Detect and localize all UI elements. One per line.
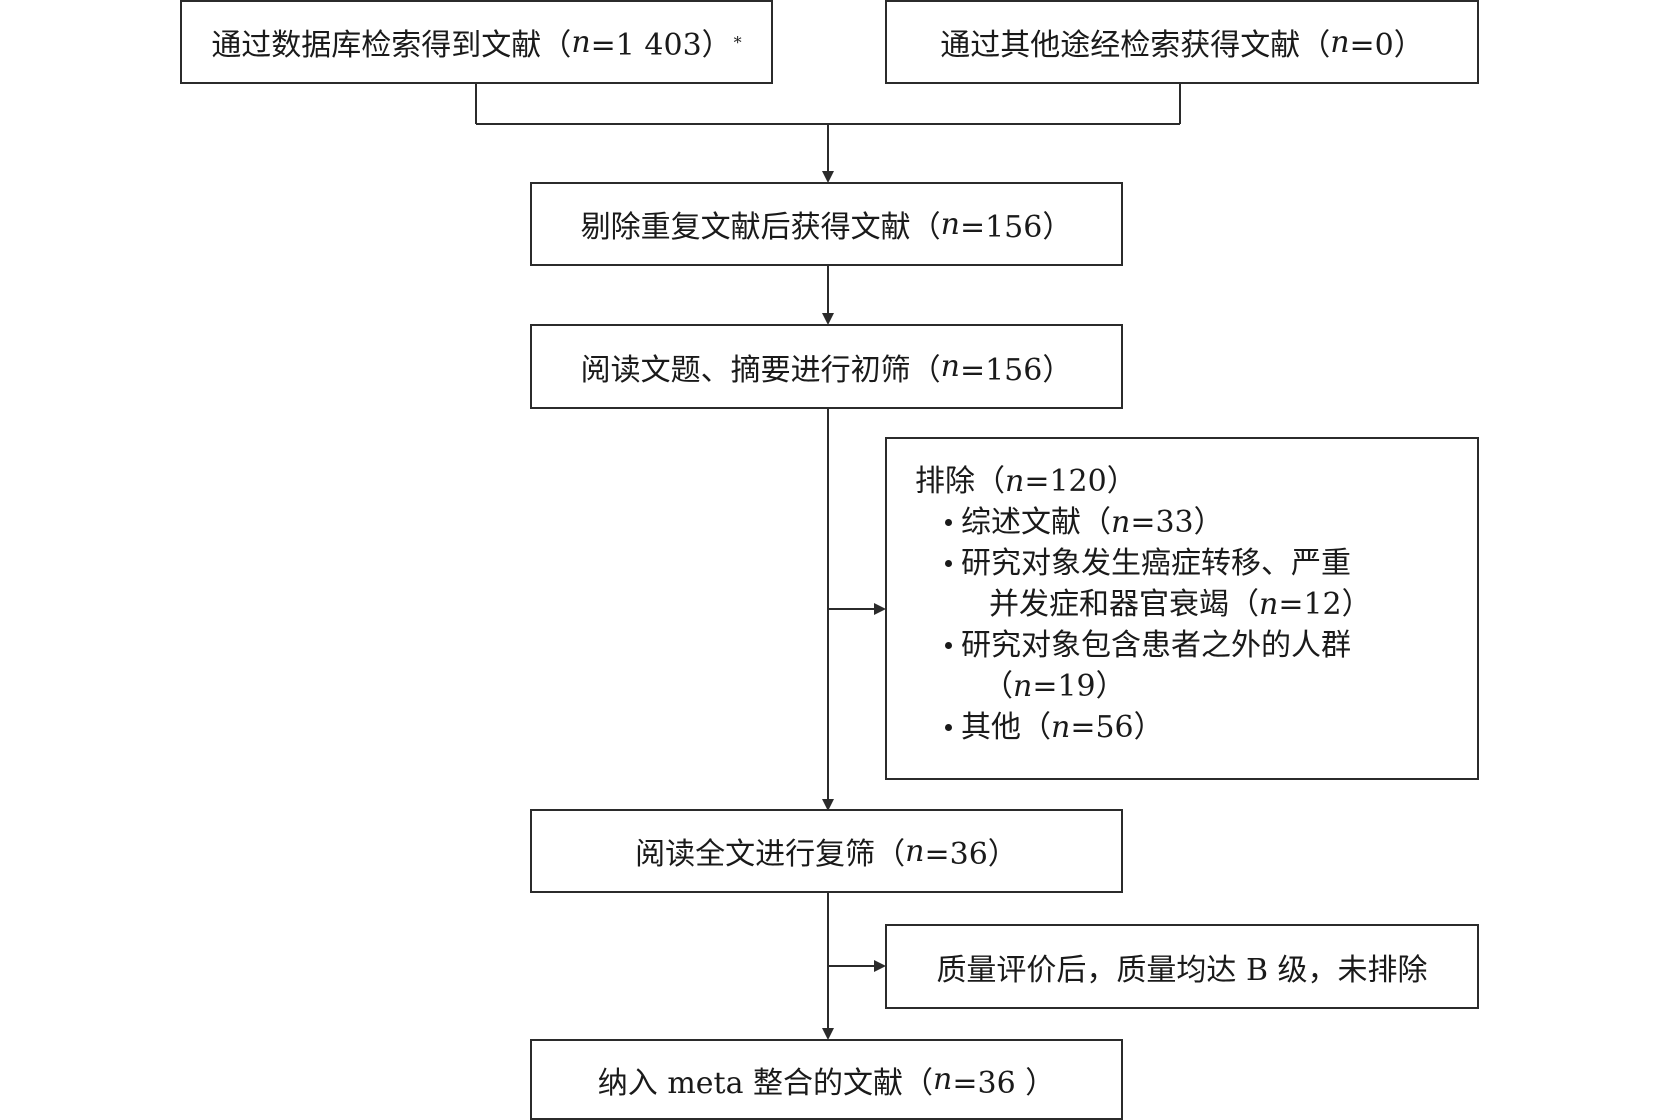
full-text-screening-box: 阅读全文进行复筛（n=36） bbox=[530, 809, 1123, 893]
deduplicated-label: 剔除重复文献后获得文献（ bbox=[580, 210, 941, 245]
bullet-icon bbox=[945, 724, 952, 731]
exclusion-item-other-population-cont: （n=19） bbox=[983, 669, 1126, 704]
other-sources-label: 通过其他途经检索获得文献（ bbox=[940, 28, 1331, 63]
deduplicated-box: 剔除重复文献后获得文献（n=156） bbox=[530, 182, 1123, 266]
full-text-label: 阅读全文进行复筛（ bbox=[635, 837, 906, 872]
exclusion-item-others: 其他（n=56） bbox=[915, 707, 1477, 748]
included-studies-box: 纳入 meta 整合的文献（ n=36 ） bbox=[530, 1039, 1123, 1120]
title-abstract-label: 阅读文题、摘要进行初筛（ bbox=[580, 352, 941, 388]
other-sources-box: 通过其他途经检索获得文献（n=0） bbox=[885, 0, 1479, 84]
asterisk-note: * bbox=[733, 32, 742, 52]
quality-assessment-box: 质量评价后，质量均达 B 级，未排除 bbox=[885, 924, 1479, 1009]
exclusion-item-reviews: 综述文献（n=33） bbox=[915, 502, 1477, 543]
quality-assessment-label: 质量评价后，质量均达 B 级，未排除 bbox=[936, 952, 1428, 988]
exclusion-item-other-population: 研究对象包含患者之外的人群 bbox=[915, 625, 1477, 666]
title-abstract-screening-box: 阅读文题、摘要进行初筛（n=156） bbox=[530, 324, 1123, 409]
exclusion-item-metastasis-cont: 并发症和器官衰竭（n=12） bbox=[989, 587, 1372, 622]
database-search-label: 通过数据库检索得到文献（ bbox=[211, 28, 572, 63]
bullet-icon bbox=[945, 560, 952, 567]
database-search-box: 通过数据库检索得到文献（n=1 403）* bbox=[180, 0, 773, 84]
included-label: 纳入 meta 整合的文献（ bbox=[597, 1065, 934, 1101]
exclusion-header: 排除（n=120） bbox=[915, 464, 1137, 499]
bullet-icon bbox=[945, 519, 952, 526]
exclusion-item-metastasis: 研究对象发生癌症转移、严重 bbox=[915, 543, 1477, 584]
bullet-icon bbox=[945, 642, 952, 649]
exclusion-box: 排除（n=120） 综述文献（n=33） 研究对象发生癌症转移、严重 并发症和器… bbox=[885, 437, 1479, 780]
